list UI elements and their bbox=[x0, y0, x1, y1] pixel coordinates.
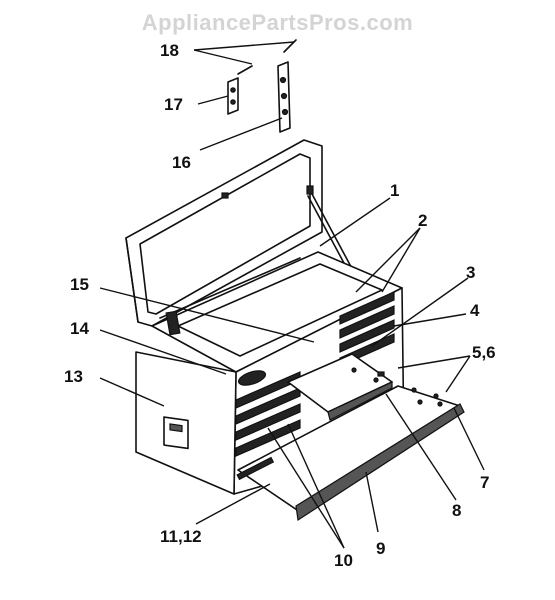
callout-14: 14 bbox=[70, 319, 89, 338]
callout-5-6: 5,6 bbox=[472, 343, 496, 362]
watermark-text: AppliancePartsPros.com bbox=[141, 10, 414, 35]
callout-1: 1 bbox=[390, 181, 399, 200]
nameplate bbox=[237, 370, 267, 386]
leader-lines bbox=[99, 41, 485, 549]
callout-2: 2 bbox=[418, 211, 427, 230]
callout-17: 17 bbox=[164, 95, 183, 114]
lid-stay-mount bbox=[306, 185, 314, 195]
large-drawer bbox=[236, 385, 465, 522]
small-drawer bbox=[287, 353, 393, 421]
callout-7: 7 bbox=[480, 473, 489, 492]
callout-9: 9 bbox=[376, 539, 385, 558]
callout-15: 15 bbox=[70, 275, 89, 294]
callout-16: 16 bbox=[172, 153, 191, 172]
lid-latch-mark bbox=[221, 192, 229, 199]
callout-18: 18 bbox=[160, 41, 179, 60]
callout-labels: 18 17 16 1 2 3 4 5,6 15 14 13 7 8 9 10 1… bbox=[64, 41, 496, 570]
small-bracket bbox=[227, 65, 253, 115]
callout-11-12: 11,12 bbox=[160, 527, 202, 546]
callout-10: 10 bbox=[334, 551, 353, 570]
hinge-bracket bbox=[165, 310, 181, 336]
callout-13: 13 bbox=[64, 367, 83, 386]
callout-3: 3 bbox=[466, 263, 475, 282]
callout-8: 8 bbox=[452, 501, 461, 520]
chest-lid bbox=[125, 139, 323, 327]
callout-4: 4 bbox=[470, 301, 480, 320]
